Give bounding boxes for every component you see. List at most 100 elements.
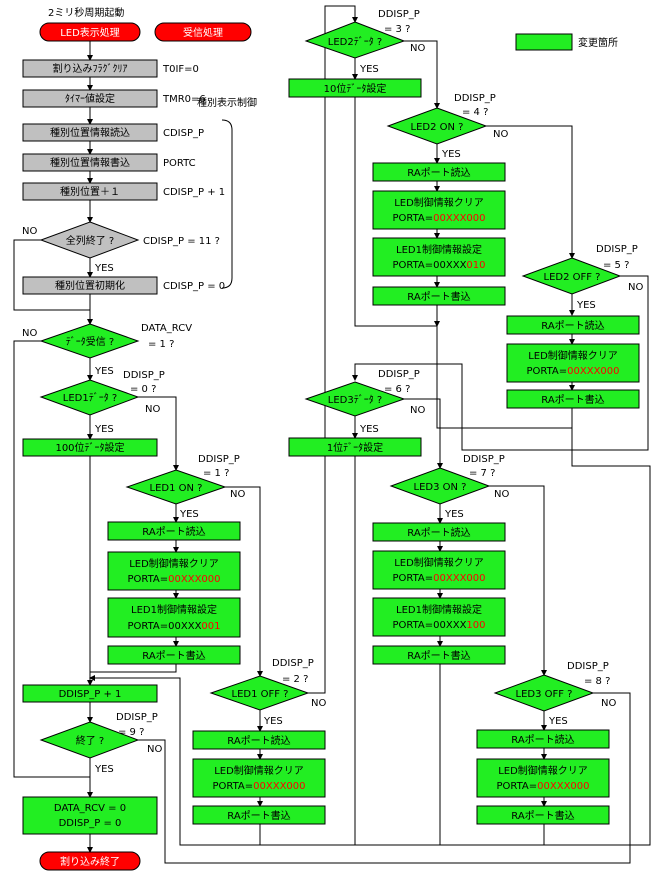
led3-on-yes: YES <box>444 509 464 520</box>
led1-off-clear-value: PORTA=00XXX000 <box>212 781 305 792</box>
led1-data-yes: YES <box>94 424 114 435</box>
led2-read-box: RAポート読込 <box>372 162 506 182</box>
led2-clear-box: LED制御情報クリア PORTA=00XXX000 <box>372 190 506 230</box>
set-1-label: 1位ﾃﾞｰﾀ設定 <box>327 441 383 454</box>
led1-data-no: NO <box>145 404 160 415</box>
led3-on-decision: LED3 ON ? <box>389 467 491 505</box>
data-recv-decision: ﾃﾞｰﾀ受信 ? <box>39 323 140 359</box>
connectors <box>13 5 651 864</box>
led3-clear-value: PORTA=00XXX000 <box>392 573 485 584</box>
clear-flag-note: T0IF=0 <box>162 64 199 75</box>
led2-on-no: NO <box>493 129 508 140</box>
led2-data-note2: = 3 ? <box>384 24 410 35</box>
data-recv-no: NO <box>22 328 37 339</box>
period-label: 2ミリ秒周期起動 <box>48 6 124 19</box>
led1-off-read-box: RAポート読込 <box>192 730 326 750</box>
finish-note2: = 9 ? <box>118 727 144 738</box>
led1-clear-value: PORTA=00XXX000 <box>127 574 220 585</box>
group-label: 種別表示制御 <box>197 96 257 109</box>
reset-box: DATA_RCV = 0 DDISP_P = 0 <box>22 796 158 835</box>
led3-clear-box: LED制御情報クリア PORTA=00XXX000 <box>372 550 506 590</box>
led1-set-box: LED1制御情報設定 PORTA=00XXX001 <box>107 597 241 638</box>
type-init-label: 種別位置初期化 <box>55 279 125 292</box>
type-init-box: 種別位置初期化 <box>22 276 158 295</box>
led1-off-note2: = 2 ? <box>282 674 308 685</box>
terminal-end-label: 割り込み終了 <box>60 855 120 868</box>
led3-write-label: RAポート書込 <box>407 649 470 662</box>
led3-off-note2: = 8 ? <box>584 676 610 687</box>
terminal-end: 割り込み終了 <box>39 851 141 871</box>
led1-set-value: PORTA=00XXX001 <box>127 621 220 632</box>
led1-data-decision: LED1ﾃﾞｰﾀ ? <box>39 379 140 416</box>
led2-off-read-label: RAポート読込 <box>541 319 604 332</box>
finish-no: NO <box>147 744 162 755</box>
set-1-box: 1位ﾃﾞｰﾀ設定 <box>288 437 422 457</box>
all-done-label: 全列終了 ? <box>66 234 115 247</box>
data-recv-yes: YES <box>94 366 114 377</box>
type-inc-label: 種別位置＋１ <box>60 185 120 198</box>
led2-off-clear-value: PORTA=00XXX000 <box>526 366 619 377</box>
finish-label: 終了 ? <box>76 734 105 747</box>
led1-data-note1: DDISP_P <box>123 370 165 381</box>
led3-off-clear-box: LED制御情報クリア PORTA=00XXX000 <box>476 758 610 798</box>
type-read-label: 種別位置情報読込 <box>50 126 130 139</box>
timer-set-box: ﾀｲﾏｰ値設定 <box>22 89 158 108</box>
led3-off-yes: YES <box>548 716 568 727</box>
led1-read-box: RAポート読込 <box>107 521 241 541</box>
led1-on-label: LED1 ON ? <box>150 483 203 494</box>
led1-set-label: LED1制御情報設定 <box>131 603 217 616</box>
led1-clear-label: LED制御情報クリア <box>129 557 219 570</box>
led3-read-box: RAポート読込 <box>372 522 506 542</box>
led3-clear-label: LED制御情報クリア <box>394 556 484 569</box>
ddisp-inc-box: DDISP_P + 1 <box>22 684 158 703</box>
all-done-decision: 全列終了 ? <box>39 221 140 259</box>
led3-data-yes: YES <box>359 424 379 435</box>
led2-on-note1: DDISP_P <box>454 93 496 104</box>
led2-data-label: LED2ﾃﾞｰﾀ ? <box>328 36 382 48</box>
led3-off-label: LED3 OFF ? <box>516 689 573 700</box>
type-read-note: CDISP_P <box>163 128 204 139</box>
type-read-box: 種別位置情報読込 <box>22 123 158 142</box>
led2-on-label: LED2 ON ? <box>411 122 464 133</box>
reset-line1: DATA_RCV = 0 <box>54 803 126 814</box>
type-inc-note: CDISP_P + 1 <box>163 187 225 198</box>
led2-clear-label: LED制御情報クリア <box>394 196 484 209</box>
led1-on-yes: YES <box>179 509 199 520</box>
led2-off-clear-box: LED制御情報クリア PORTA=00XXX000 <box>506 343 640 383</box>
led1-clear-box: LED制御情報クリア PORTA=00XXX000 <box>107 551 241 591</box>
led3-data-label: LED3ﾃﾞｰﾀ ? <box>328 394 382 406</box>
reset-line2: DDISP_P = 0 <box>59 818 122 829</box>
led2-set-box: LED1制御情報設定 PORTA=00XXX010 <box>372 237 506 277</box>
led2-off-write-label: RAポート書込 <box>541 393 604 406</box>
led1-write-label: RAポート書込 <box>142 649 205 662</box>
led1-read-label: RAポート読込 <box>142 525 205 538</box>
all-done-note: CDISP_P = 11 ? <box>143 236 220 247</box>
led2-off-label: LED2 OFF ? <box>544 272 601 283</box>
led2-write-box: RAポート書込 <box>372 286 506 306</box>
set-10-label: 10位ﾃﾞｰﾀ設定 <box>324 82 387 95</box>
type-init-note: CDISP_P = 0 <box>163 281 225 292</box>
data-recv-note1: DATA_RCV <box>141 323 192 334</box>
led3-set-box: LED1制御情報設定 PORTA=00XXX100 <box>372 597 506 637</box>
led1-on-note2: = 1 ? <box>203 468 229 479</box>
led2-off-read-box: RAポート読込 <box>506 315 640 335</box>
legend-label: 変更箇所 <box>578 36 618 49</box>
led2-on-decision: LED2 ON ? <box>386 107 488 145</box>
led3-off-decision: LED3 OFF ? <box>493 674 595 712</box>
led3-data-decision: LED3ﾃﾞｰﾀ ? <box>304 381 406 417</box>
led1-on-note1: DDISP_P <box>198 454 240 465</box>
clear-flag-label: 割り込みﾌﾗｸﾞｸﾘｱ <box>53 62 128 75</box>
led2-data-note1: DDISP_P <box>378 9 420 20</box>
led3-set-value: PORTA=00XXX100 <box>392 620 485 631</box>
ddisp-inc-label: DDISP_P + 1 <box>59 689 122 700</box>
led1-data-label: LED1ﾃﾞｰﾀ ? <box>63 392 117 404</box>
set-100-box: 100位ﾃﾞｰﾀ設定 <box>22 438 158 457</box>
led3-off-write-label: RAポート書込 <box>511 809 574 822</box>
led1-off-write-label: RAポート書込 <box>227 809 290 822</box>
data-recv-note2: = 1 ? <box>148 339 174 350</box>
led1-on-no: NO <box>230 489 245 500</box>
type-write-box: 種別位置情報書込 <box>22 153 158 172</box>
finish-decision: 終了 ? <box>39 721 140 759</box>
timer-set-label: ﾀｲﾏｰ値設定 <box>65 92 115 105</box>
led2-data-decision: LED2ﾃﾞｰﾀ ? <box>304 21 406 59</box>
